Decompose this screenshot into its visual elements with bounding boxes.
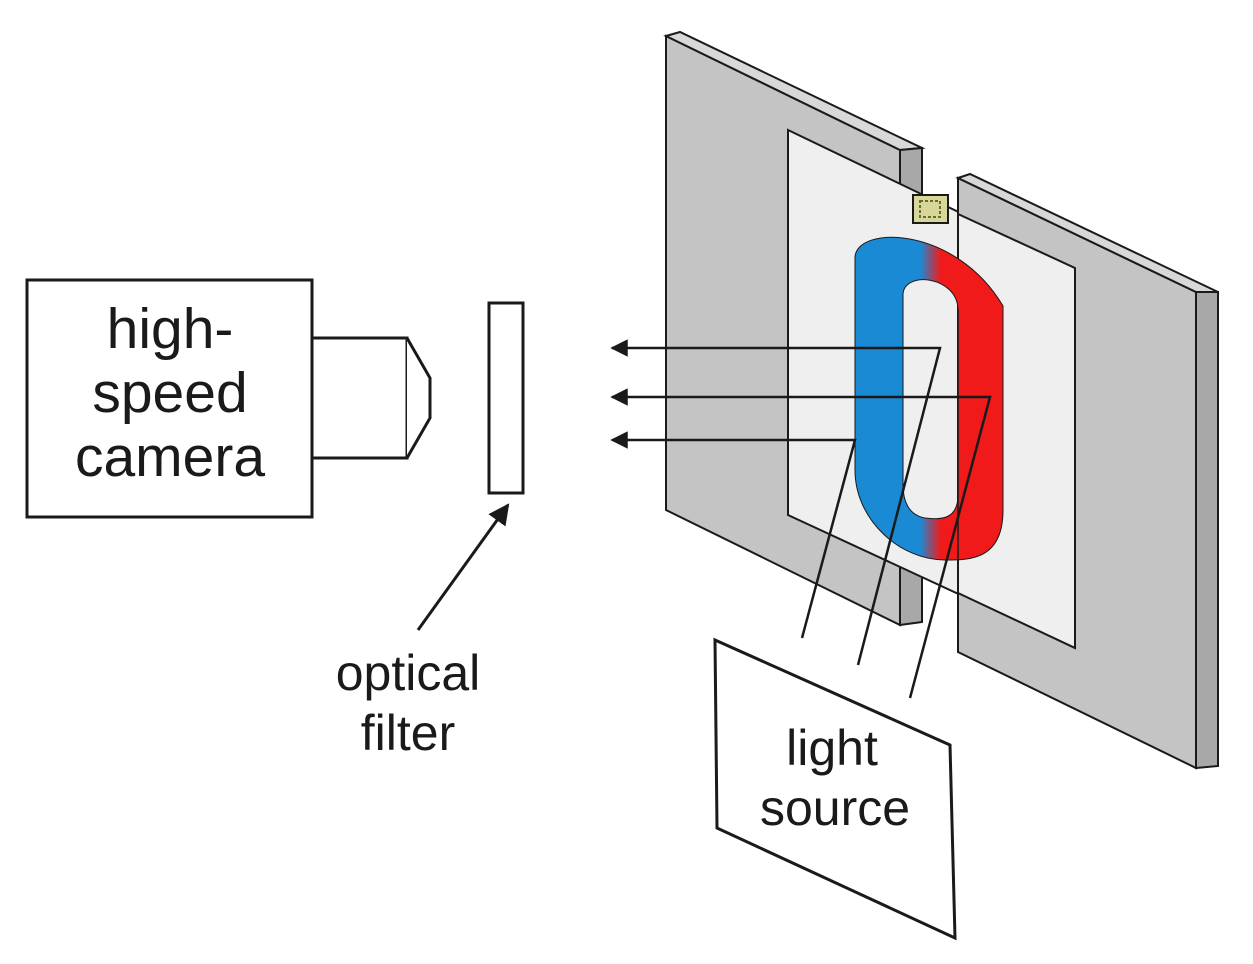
- light-label-line-1: light: [786, 720, 878, 776]
- camera-body: [25, 278, 314, 519]
- camera-lens-barrel: [310, 336, 409, 460]
- filter-pointer-arrow: [416, 503, 510, 631]
- specimen-assembly: [663, 30, 1219, 770]
- light-label-line-2: source: [760, 780, 910, 836]
- light-source: light source: [713, 637, 957, 941]
- filter-label-line-1: optical: [336, 645, 481, 701]
- light-ray-2: [610, 388, 992, 699]
- high-speed-camera: high- speed camera: [25, 278, 432, 519]
- strain-gauge-pattern: [919, 200, 941, 218]
- camera-lens-front: [405, 337, 432, 459]
- light-ray-3: [610, 431, 857, 639]
- filter-plate: [487, 301, 525, 495]
- camera-label-line-1: high-: [107, 297, 234, 361]
- optical-filter: optical filter: [336, 301, 525, 761]
- right-plate-side-edge: [1195, 291, 1219, 770]
- light-ray-1: [610, 339, 942, 666]
- camera-label-line-2: speed: [92, 361, 247, 425]
- light-rays: [610, 339, 992, 699]
- camera-label-line-3: camera: [75, 425, 265, 489]
- filter-label-line-2: filter: [361, 705, 455, 761]
- strain-gauge: [912, 194, 949, 224]
- stress-loop: [854, 236, 1004, 561]
- light-source-panel: [713, 637, 957, 941]
